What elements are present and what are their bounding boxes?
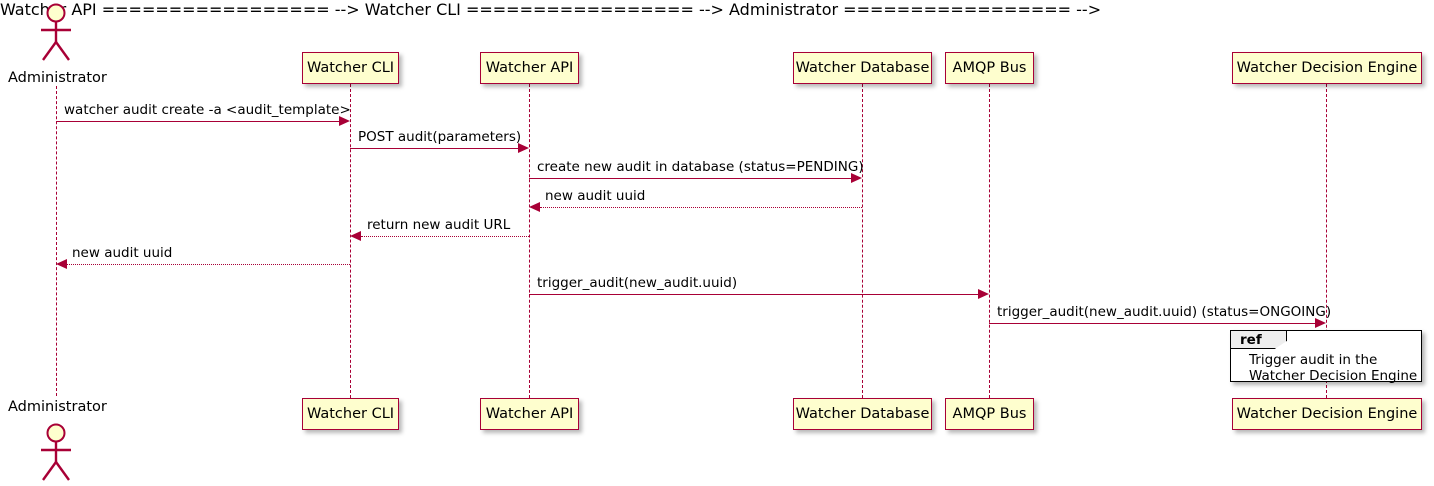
- message-line-8: [989, 323, 1316, 324]
- participant-watcher-api-bottom[interactable]: Watcher API: [480, 398, 579, 430]
- participant-watcher-decision-engine-bottom[interactable]: Watcher Decision Engine: [1232, 398, 1422, 430]
- participant-watcher-database-top[interactable]: Watcher Database: [793, 52, 932, 84]
- message-arrowhead-8: [1315, 318, 1326, 328]
- participant-watcher-cli-top[interactable]: Watcher CLI: [302, 52, 399, 84]
- message-arrowhead-4: [529, 202, 540, 212]
- message-line-1: [56, 121, 340, 122]
- lifeline-watcher-api: [529, 84, 530, 398]
- message-arrowhead-5: [350, 231, 361, 241]
- lifeline-watcher-cli: [350, 84, 351, 398]
- message-line-5: [361, 236, 529, 237]
- participant-watcher-cli-bottom[interactable]: Watcher CLI: [302, 398, 399, 430]
- actor-leg-left-icon: [42, 461, 57, 481]
- ref-fragment-line-2: Watcher Decision Engine: [1249, 368, 1418, 384]
- lifeline-amqp-bus: [989, 84, 990, 398]
- message-line-3: [529, 178, 852, 179]
- message-arrowhead-2: [518, 143, 529, 153]
- message-line-2: [350, 148, 519, 149]
- message-label-2: POST audit(parameters): [358, 129, 522, 145]
- participant-amqp-bus-top[interactable]: AMQP Bus: [945, 52, 1034, 84]
- actor-label-top: Administrator: [8, 70, 107, 86]
- participant-amqp-bus-bottom[interactable]: AMQP Bus: [945, 398, 1034, 430]
- message-line-7: [529, 294, 979, 295]
- actor-head-icon: [46, 423, 66, 443]
- ref-fragment-tab: ref: [1231, 331, 1287, 349]
- message-label-6: new audit uuid: [72, 245, 173, 261]
- actor-leg-left-icon: [42, 41, 57, 61]
- message-line-6: [67, 264, 350, 265]
- message-arrowhead-6: [56, 259, 67, 269]
- message-label-1: watcher audit create -a <audit_template>: [64, 102, 351, 118]
- actor-head-icon: [46, 3, 66, 23]
- participant-watcher-decision-engine-top[interactable]: Watcher Decision Engine: [1232, 52, 1422, 84]
- message-label-8: trigger_audit(new_audit.uuid) (status=ON…: [997, 304, 1332, 320]
- actor-label-bottom: Administrator: [8, 399, 107, 415]
- message-label-5: return new audit URL: [367, 217, 511, 233]
- actor-leg-right-icon: [55, 41, 70, 61]
- participant-watcher-api-top[interactable]: Watcher API: [480, 52, 579, 84]
- lifeline-watcher-database: [862, 84, 863, 398]
- actor-administrator-top: [41, 3, 71, 61]
- message-label-4: new audit uuid: [545, 188, 646, 204]
- message-arrowhead-1: [339, 116, 350, 126]
- message-label-3: create new audit in database (status=PEN…: [537, 159, 864, 175]
- lifeline-administrator: [56, 86, 57, 396]
- message-label-7: trigger_audit(new_audit.uuid): [537, 275, 738, 291]
- actor-leg-right-icon: [55, 461, 70, 481]
- actor-administrator-bottom: [41, 423, 71, 481]
- lifeline-watcher-decision-engine: [1326, 84, 1327, 398]
- message-line-4: [540, 207, 862, 208]
- message-arrowhead-3: [851, 173, 862, 183]
- ref-fragment: ref Trigger audit in the Watcher Decisio…: [1230, 330, 1422, 384]
- message-arrowhead-7: [978, 289, 989, 299]
- ref-fragment-line-1: Trigger audit in the: [1249, 352, 1378, 368]
- participant-watcher-database-bottom[interactable]: Watcher Database: [793, 398, 932, 430]
